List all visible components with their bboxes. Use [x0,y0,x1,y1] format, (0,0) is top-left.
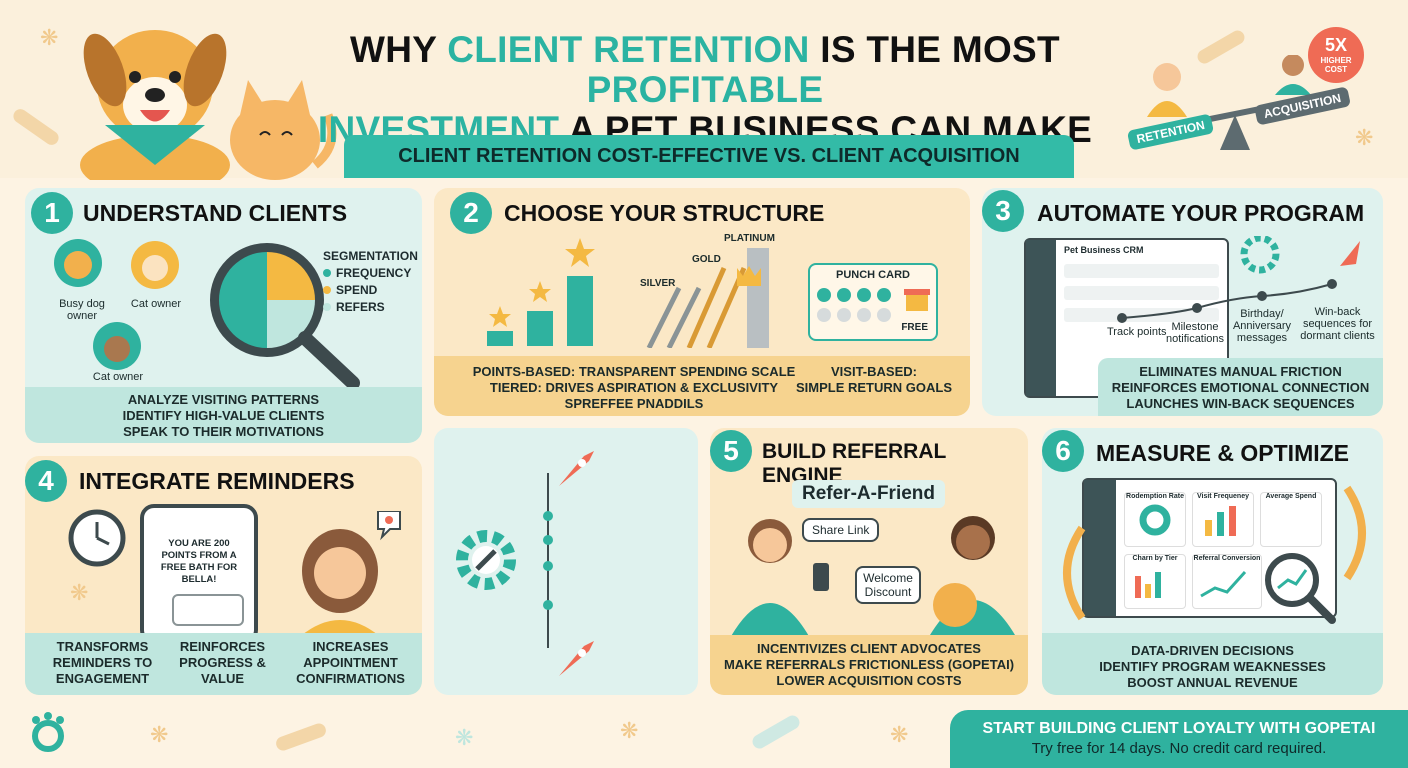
bone-icon [274,721,328,753]
cta-subline: Try free for 14 days. No credit card req… [1031,740,1327,757]
paw-icon: ❋ [1355,125,1374,150]
tier-ladder-icon [646,248,769,348]
paw-icon: ❋ [70,580,89,605]
section-bullets: ELIMINATES MANUAL FRICTION REINFORCES EM… [1098,358,1383,416]
timeline-item [543,560,693,574]
section-bullets: ANALYZE VISITING PATTERNS IDENTIFY HIGH-… [25,387,422,443]
cta-banner[interactable]: START BUILDING CLIENT LOYALTY WITH GOPET… [950,710,1408,768]
flow-step-label: Win-back sequences for dormant clients [1300,306,1375,342]
dog-cat-illustration [80,30,337,180]
cycle-arrow-icon [1343,485,1366,581]
section-automate-program: 3 AUTOMATE YOUR PROGRAM Pet Business CRM… [982,188,1383,416]
section-understand-clients: 1 UNDERSTAND CLIENTS Busy dog owner Cat … [25,188,422,443]
rocket-icon [559,451,594,486]
tier-label: GOLD [692,254,721,265]
timeline-item [543,534,558,548]
cat-avatar-icon [93,322,141,370]
refer-banner: Refer-A-Friend [792,480,946,508]
section-number: 4 [25,460,67,502]
section-referral-engine: 5 BUILD REFERRAL ENGINE Refer-A-Friend S… [710,428,1028,695]
woman-referrer-illustration [730,519,829,638]
flow-step-label: Track points [1107,326,1167,338]
man-with-cat-illustration [930,516,1015,635]
trend-chart-icon [1200,570,1247,598]
bar-chart-icon [1135,572,1161,598]
paw-icon: ❋ [890,722,909,747]
flow-step-label: Birthday/ Anniversary messages [1232,308,1292,344]
bone-icon [749,712,803,752]
message-bubble-icon [172,594,244,626]
cycle-arrow-icon [1063,525,1086,621]
section-choose-structure: 2 CHOOSE YOUR STRUCTURE SILVER GOLD PLAT… [434,188,970,416]
section-measure-optimize: 6 MEASURE & OPTIMIZE Rodemption Rate Vis… [1042,428,1383,695]
section-number: 3 [982,190,1024,232]
persona-label: Busy dog owner [59,298,105,322]
donut-chart-icon [1139,504,1171,536]
gopetai-logo-icon [32,712,64,752]
share-link-bubble: Share Link [802,518,880,542]
page-title: WHY CLIENT RETENTION IS THE MOST PROFITA… [317,29,1093,150]
paw-icon: ❋ [40,25,59,50]
timeline-item [543,510,558,524]
points-growth-icon [487,238,595,346]
persona-label: Cat owner [130,298,182,310]
paw-icon: ❋ [150,722,169,747]
section-title: UNDERSTAND CLIENTS [83,200,348,226]
timeline-item [543,599,693,613]
section-bullets: POINTS-BASED: TRANSPARENT SPENDING SCALE… [434,356,970,416]
section-number: 6 [1042,430,1084,472]
cta-headline[interactable]: START BUILDING CLIENT LOYALTY WITH GOPET… [982,720,1376,737]
section-bullets: INCENTIVIZES CLIENT ADVOCATES MAKE REFER… [710,635,1028,695]
cat-avatar-icon [131,241,179,289]
section-title: MEASURE & OPTIMIZE [1096,440,1350,466]
section-title: AUTOMATE YOUR PROGRAM [1037,200,1365,226]
phone-mockup: YOU ARE 200 POINTS FROM A FREE BATH FOR … [140,504,258,644]
section-title: INTEGRATE REMINDERS [79,468,355,494]
tier-label: PLATINUM [724,233,775,244]
section-number: 1 [31,192,73,234]
bar-chart-icon [1205,506,1236,536]
timeline-line [547,473,549,648]
clock-icon [68,509,126,567]
section-title: CHOOSE YOUR STRUCTURE [504,200,825,226]
section-integrate-reminders: 4 INTEGRATE REMINDERS YOU ARE 200 POINTS… [25,456,422,695]
section-number: 2 [450,192,492,234]
phone-message: YOU ARE 200 POINTS FROM A FREE BATH FOR … [160,538,238,585]
punch-card: PUNCH CARD FREE [808,263,938,341]
rocket-icon [559,641,594,676]
punch-dots-icon [817,288,930,322]
gear-wrench-icon [456,530,516,590]
section-bullets: DATA-DRIVEN DECISIONS IDENTIFY PROGRAM W… [1042,633,1383,695]
persona-label: Cat owner [92,371,144,383]
section-bullets: TRANSFORMS REMINDERS TO ENGAGEMENT REINF… [25,633,422,695]
section-number: 5 [710,430,752,472]
magnifier-chart-icon [1265,553,1336,624]
flow-step-label: Milestone notifications [1165,321,1225,345]
dog-avatar-icon [54,239,102,287]
crm-title: Pet Business CRM [1064,245,1144,255]
section-automation-timeline [434,428,698,695]
tier-label: SILVER [640,278,676,289]
subtitle-bar: CLIENT RETENTION COST-EFFECTIVE VS. CLIE… [344,135,1074,178]
woman-illustration [295,511,401,641]
segmentation-legend: SEGMENTATION FREQUENCY SPEND REFERS [323,249,418,314]
paw-icon: ❋ [455,725,474,750]
automation-flow-icon [1117,236,1360,323]
welcome-discount-bubble: Welcome Discount [855,566,921,604]
paw-icon: ❋ [620,718,639,743]
magnifier-pie-icon [210,243,360,390]
cost-badge: 5X HIGHER COST [1308,27,1364,83]
